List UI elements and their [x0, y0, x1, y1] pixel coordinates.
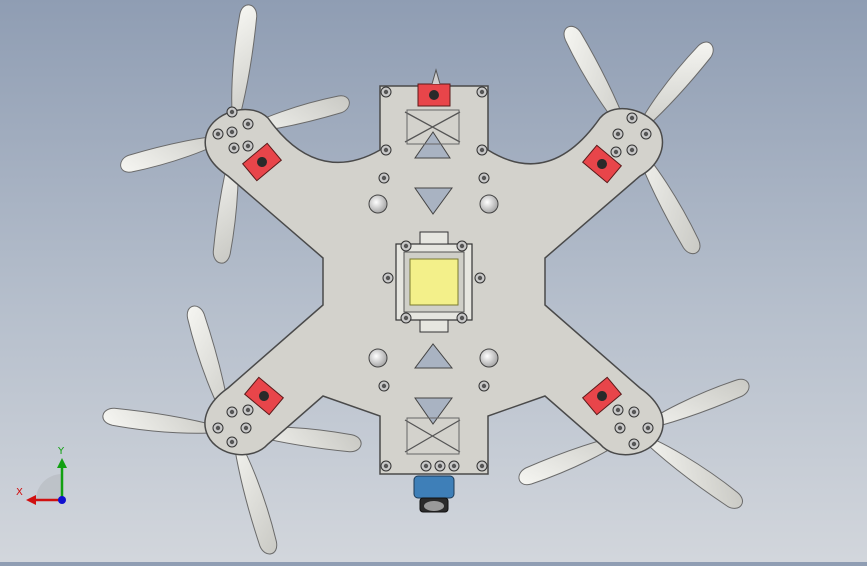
sensor-board-front-left[interactable]: [241, 142, 283, 182]
axis-triad: Y X: [16, 446, 67, 505]
sensor-board-front-right[interactable]: [581, 144, 623, 184]
sensor-board-top[interactable]: [417, 68, 451, 107]
sensor-board-rear-right[interactable]: [581, 376, 623, 416]
x-axis-label: X: [16, 487, 23, 498]
y-axis-label: Y: [57, 446, 65, 457]
camera-gimbal[interactable]: [413, 475, 455, 513]
led-module[interactable]: [382, 231, 486, 333]
sensor-board-rear-left[interactable]: [243, 376, 285, 416]
